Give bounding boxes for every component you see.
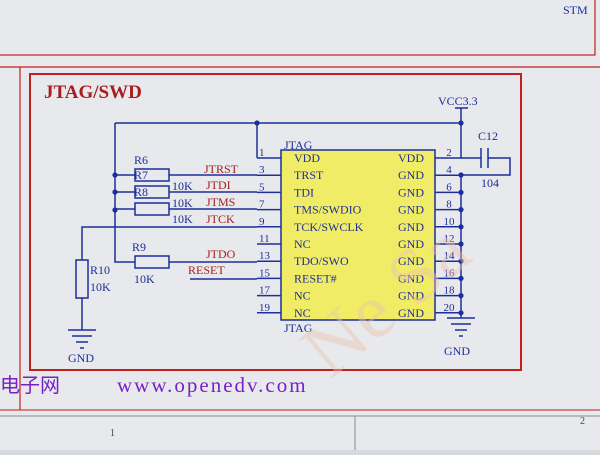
pin-name-12: GND [398,237,424,251]
pin-number-6: 6 [446,181,452,193]
jtck-wire [81,226,257,260]
pin-name-2: VDD [398,151,424,165]
net-jtdo: JTDO [206,247,236,261]
upper-section-border [0,0,596,56]
r6-ref: R6 [134,153,148,167]
c12-value: 104 [481,176,499,190]
pin-number-14: 14 [444,250,456,262]
junction-r7 [112,172,118,178]
junction-r6 [112,207,118,213]
pin-number-3: 3 [259,164,265,176]
jtag-connector-body [280,149,436,321]
pin-name-1: VDD [294,151,320,165]
pin-number-5: 5 [259,181,265,193]
pin-number-8: 8 [446,199,452,211]
zone-label-1: 1 [110,428,115,439]
r9-value: 10K [134,272,155,286]
connector-ref: JTAG [284,138,313,152]
pin-name-18: GND [398,289,424,303]
zone-label-2: 2 [580,416,585,427]
pin-name-8: GND [398,203,424,217]
pin-number-11: 11 [259,233,270,245]
jtag-section-box [29,73,522,371]
pin-number-1: 1 [259,147,265,159]
pin-number-17: 17 [259,285,271,297]
net-jtrst: JTRST [204,162,239,176]
pin-number-13: 13 [259,250,271,262]
pin-name-10: GND [398,220,424,234]
pin-number-20: 20 [444,302,456,314]
pin-name-5: TDI [294,185,314,199]
pin-number-10: 10 [444,216,456,228]
pin-number-4: 4 [446,164,452,176]
r10-ref: R10 [90,263,110,277]
gnd-right-label: GND [444,344,470,358]
net-jtck: JTCK [206,212,235,226]
section-title: JTAG/SWD [44,82,142,103]
pin-number-15: 15 [259,267,271,279]
c12-ref: C12 [478,129,498,143]
junction-vcc-right [458,120,464,126]
junction-r8 [112,189,118,195]
website-chinese: 电子网 [0,374,60,397]
net-jtdi: JTDI [206,178,231,192]
junction-vcc-left [254,120,260,126]
pin-name-14: GND [398,254,424,268]
pin-name-7: TMS/SWDIO [294,203,362,217]
net-reset: RESET [188,263,225,277]
vcc-label: VCC3.3 [438,94,478,108]
pin-name-20: GND [398,306,424,320]
gnd-left-label: GND [68,351,94,365]
net-jtms: JTMS [206,195,235,209]
r7-value: 10K [172,179,193,193]
pin-number-18: 18 [444,285,456,297]
r7-ref: R7 [134,168,148,182]
pin-name-15: RESET# [294,271,337,285]
pin-number-12: 12 [444,233,455,245]
r8-ref: R8 [134,185,148,199]
cap-wire-return [461,157,511,176]
pin-number-9: 9 [259,216,265,228]
pin-number-19: 19 [259,302,271,314]
pin-name-17: NC [294,289,311,303]
r6-value: 10K [172,212,193,226]
r9-left-wire [114,210,135,263]
r8-value: 10K [172,196,193,210]
connector-value: JTAG [284,321,313,335]
pin-name-13: TDO/SWO [294,254,349,268]
pin-name-11: NC [294,237,311,251]
pin-name-3: TRST [294,168,324,182]
r10-value: 10K [90,280,111,294]
r9-ref: R9 [132,240,146,254]
pin-name-16: GND [398,271,424,285]
website-url: www.openedv.com [117,373,308,397]
pin-name-6: GND [398,185,424,199]
pin-number-16: 16 [444,267,456,279]
pin-name-9: TCK/SWCLK [294,220,364,234]
pin-name-19: NC [294,306,311,320]
pin-number-7: 7 [259,199,265,211]
top-right-label: STM [563,3,588,17]
pin-number-2: 2 [446,147,452,159]
pin-name-4: GND [398,168,424,182]
